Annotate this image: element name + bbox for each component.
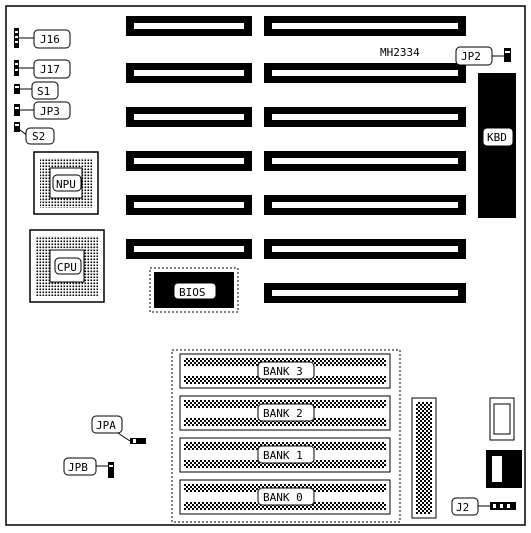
- jp2-label: JP2: [461, 50, 481, 63]
- s2-label: S2: [32, 130, 45, 143]
- bios-label: BIOS: [179, 286, 206, 299]
- board-outline: [5, 5, 526, 526]
- bios-chip: BIOS: [149, 267, 239, 313]
- memory-bank: BANK 3: [179, 353, 391, 389]
- jpa-header: JPA: [91, 415, 146, 444]
- npu-socket: NPU: [33, 151, 99, 215]
- s1-switch: S1: [14, 81, 59, 100]
- jp3-header: JP3: [14, 101, 71, 120]
- expansion-slot: [126, 195, 252, 215]
- cpu-label: CPU: [57, 261, 77, 274]
- jp3-label: JP3: [40, 105, 60, 118]
- j2-header: J2: [451, 497, 516, 516]
- bank-3-label: BANK 3: [263, 365, 303, 378]
- bank-0-label: BANK 0: [263, 491, 303, 504]
- jp2-header: JP2: [455, 46, 511, 66]
- s2-switch: S2: [14, 122, 55, 145]
- bank-2-label: BANK 2: [263, 407, 303, 420]
- jpa-label: JPA: [96, 419, 116, 432]
- s1-label: S1: [37, 85, 50, 98]
- j17-label: J17: [40, 63, 60, 76]
- jpb-label: JPB: [68, 461, 88, 474]
- bank-1-label: BANK 1: [263, 449, 303, 462]
- kbd-label: KBD: [487, 131, 507, 144]
- expansion-slot: [264, 16, 466, 36]
- expansion-slot: [264, 239, 466, 259]
- cpu-socket: CPU: [29, 229, 105, 303]
- j17-header: J17: [14, 59, 71, 79]
- expansion-slot: [126, 63, 252, 83]
- j16-label: J16: [40, 33, 60, 46]
- expansion-slot: [264, 63, 466, 83]
- expansion-slot: [264, 151, 466, 171]
- jpb-header: JPB: [63, 457, 114, 478]
- npu-label: NPU: [56, 178, 76, 191]
- expansion-slot: [126, 16, 252, 36]
- expansion-slot: [264, 195, 466, 215]
- j2-label: J2: [456, 501, 469, 514]
- j16-header: J16: [14, 28, 71, 49]
- expansion-slot: [126, 151, 252, 171]
- vertical-connector: [411, 397, 437, 519]
- battery-and-port: [486, 397, 522, 488]
- kbd-block: KBD: [478, 73, 516, 218]
- expansion-slot: [264, 283, 466, 303]
- memory-bank: BANK 1: [179, 437, 391, 473]
- memory-bank: BANK 0: [179, 479, 391, 515]
- expansion-slot: [126, 239, 252, 259]
- expansion-slots: [126, 16, 466, 303]
- memory-area: BANK 3 BANK 2 BANK 1 BANK 0: [171, 349, 401, 523]
- expansion-slot: [126, 107, 252, 127]
- board-model-label: MH2334: [380, 46, 420, 59]
- expansion-slot: [264, 107, 466, 127]
- memory-bank: BANK 2: [179, 395, 391, 431]
